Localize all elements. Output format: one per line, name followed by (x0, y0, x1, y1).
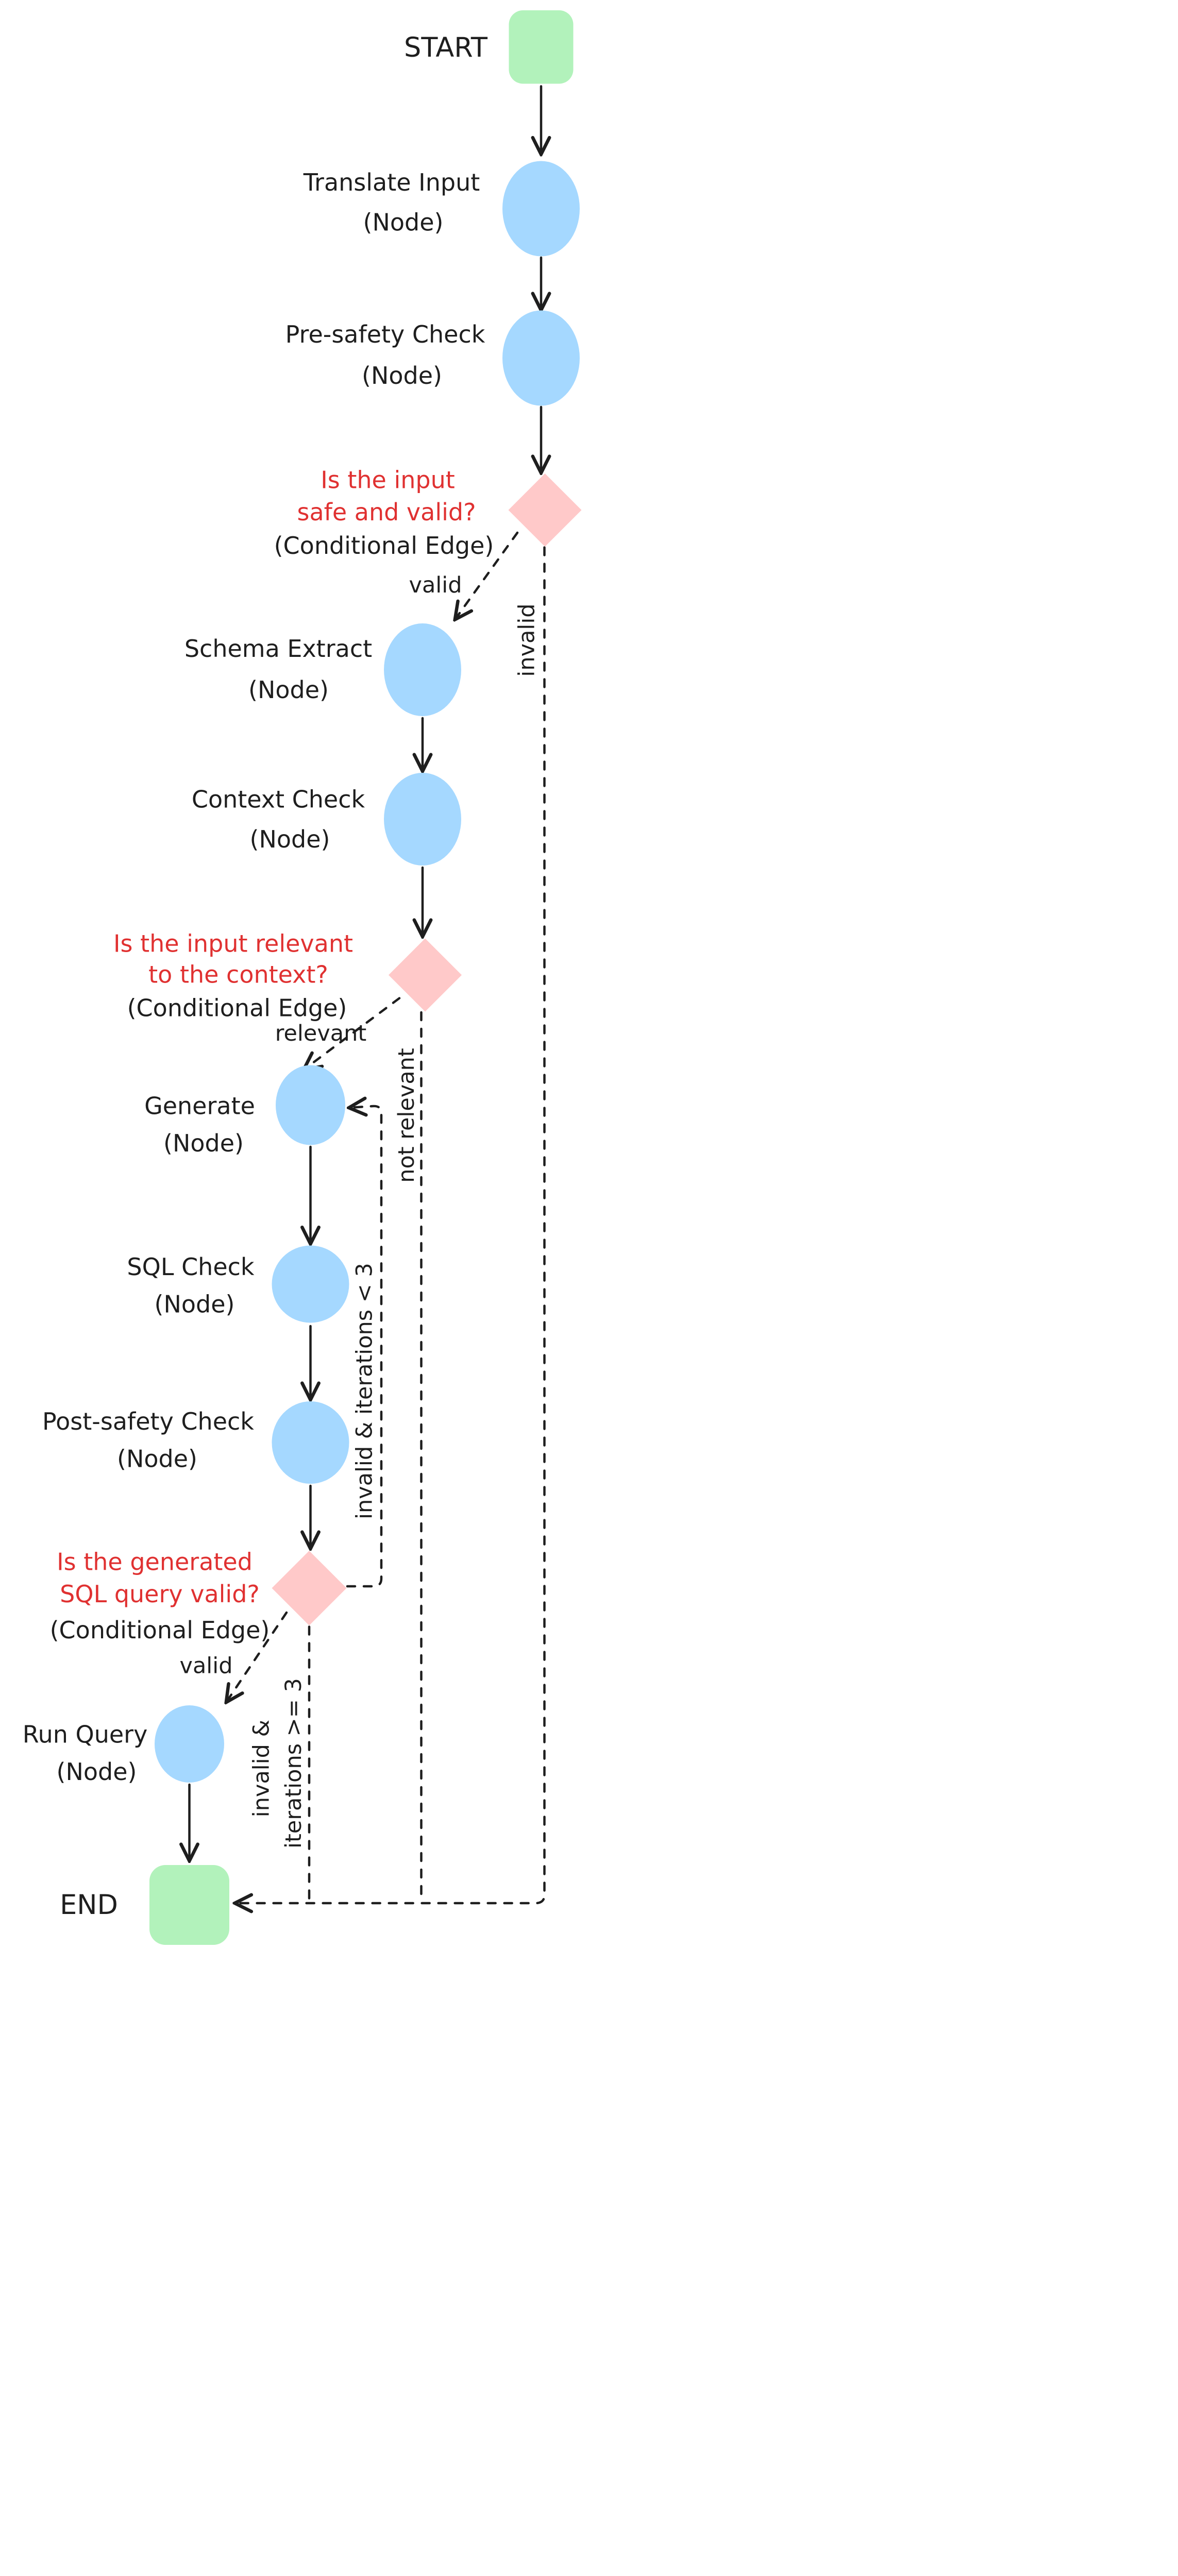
edge-validity-valid-to-runquery (227, 1611, 288, 1702)
translate-input-subtitle: (Node) (363, 209, 444, 236)
schema-extract-title: Schema Extract (184, 635, 372, 663)
input-safety-question-line2: safe and valid? (297, 498, 476, 526)
translate-input-title: Translate Input (303, 168, 480, 196)
sql-check-node (272, 1245, 349, 1323)
input-safety-kind: (Conditional Edge) (274, 532, 494, 560)
sql-validity-question-line1: Is the generated (57, 1548, 253, 1576)
context-check-subtitle: (Node) (250, 825, 330, 853)
post-safety-check-subtitle: (Node) (117, 1445, 197, 1473)
schema-extract-subtitle: (Node) (248, 676, 329, 704)
end-node (149, 1865, 229, 1945)
validity-valid-label: valid (180, 1653, 233, 1679)
generate-title: Generate (144, 1092, 255, 1120)
relevance-relevant-label: relevant (275, 1021, 367, 1046)
sql-check-title: SQL Check (127, 1253, 255, 1281)
context-check-title: Context Check (192, 786, 365, 814)
sql-validity-conditional-diamond (272, 1551, 347, 1625)
run-query-title: Run Query (23, 1721, 148, 1749)
post-safety-check-node (272, 1401, 349, 1484)
input-relevance-question-line1: Is the input relevant (113, 930, 353, 958)
sql-validity-kind: (Conditional Edge) (50, 1616, 270, 1644)
input-relevance-kind: (Conditional Edge) (127, 994, 347, 1022)
input-relevance-conditional-diamond (389, 938, 462, 1012)
edge-safety-valid-to-schema (456, 531, 519, 619)
generate-node (276, 1065, 345, 1145)
edge-validity-retry-loop-to-generate (347, 1106, 383, 1588)
validity-fail-label-line1: invalid & (249, 1720, 275, 1817)
pre-safety-check-node (502, 310, 580, 406)
schema-extract-node (384, 623, 461, 716)
edge-safety-invalid-to-end (236, 546, 546, 1904)
pre-safety-check-title: Pre-safety Check (285, 320, 485, 348)
input-safety-conditional-diamond (508, 473, 582, 547)
relevance-not-relevant-label: not relevant (394, 1048, 419, 1183)
safety-valid-label: valid (409, 572, 462, 598)
end-label: END (60, 1889, 118, 1921)
translate-input-node (502, 161, 580, 257)
sql-validity-question-line2: SQL query valid? (60, 1580, 260, 1608)
flowchart-canvas: START Translate Input (Node) Pre-safety … (0, 0, 589, 1948)
validity-retry-label: invalid & iterations < 3 (352, 1263, 378, 1519)
run-query-node (155, 1705, 224, 1783)
generate-subtitle: (Node) (163, 1129, 244, 1157)
run-query-subtitle: (Node) (57, 1758, 137, 1786)
input-safety-question-line1: Is the input (321, 466, 455, 494)
input-relevance-question-line2: to the context? (148, 961, 328, 989)
context-check-node (384, 773, 461, 866)
start-label: START (404, 32, 488, 63)
sql-check-subtitle: (Node) (155, 1291, 235, 1318)
start-node (509, 10, 574, 84)
safety-invalid-label: invalid (514, 603, 540, 676)
pre-safety-check-subtitle: (Node) (362, 362, 442, 389)
post-safety-check-title: Post-safety Check (42, 1408, 254, 1435)
edge-relevance-relevant-to-generate (305, 997, 401, 1070)
validity-fail-label-line2: iterations >= 3 (281, 1678, 307, 1849)
flowchart-svg: START Translate Input (Node) Pre-safety … (23, 10, 582, 1945)
